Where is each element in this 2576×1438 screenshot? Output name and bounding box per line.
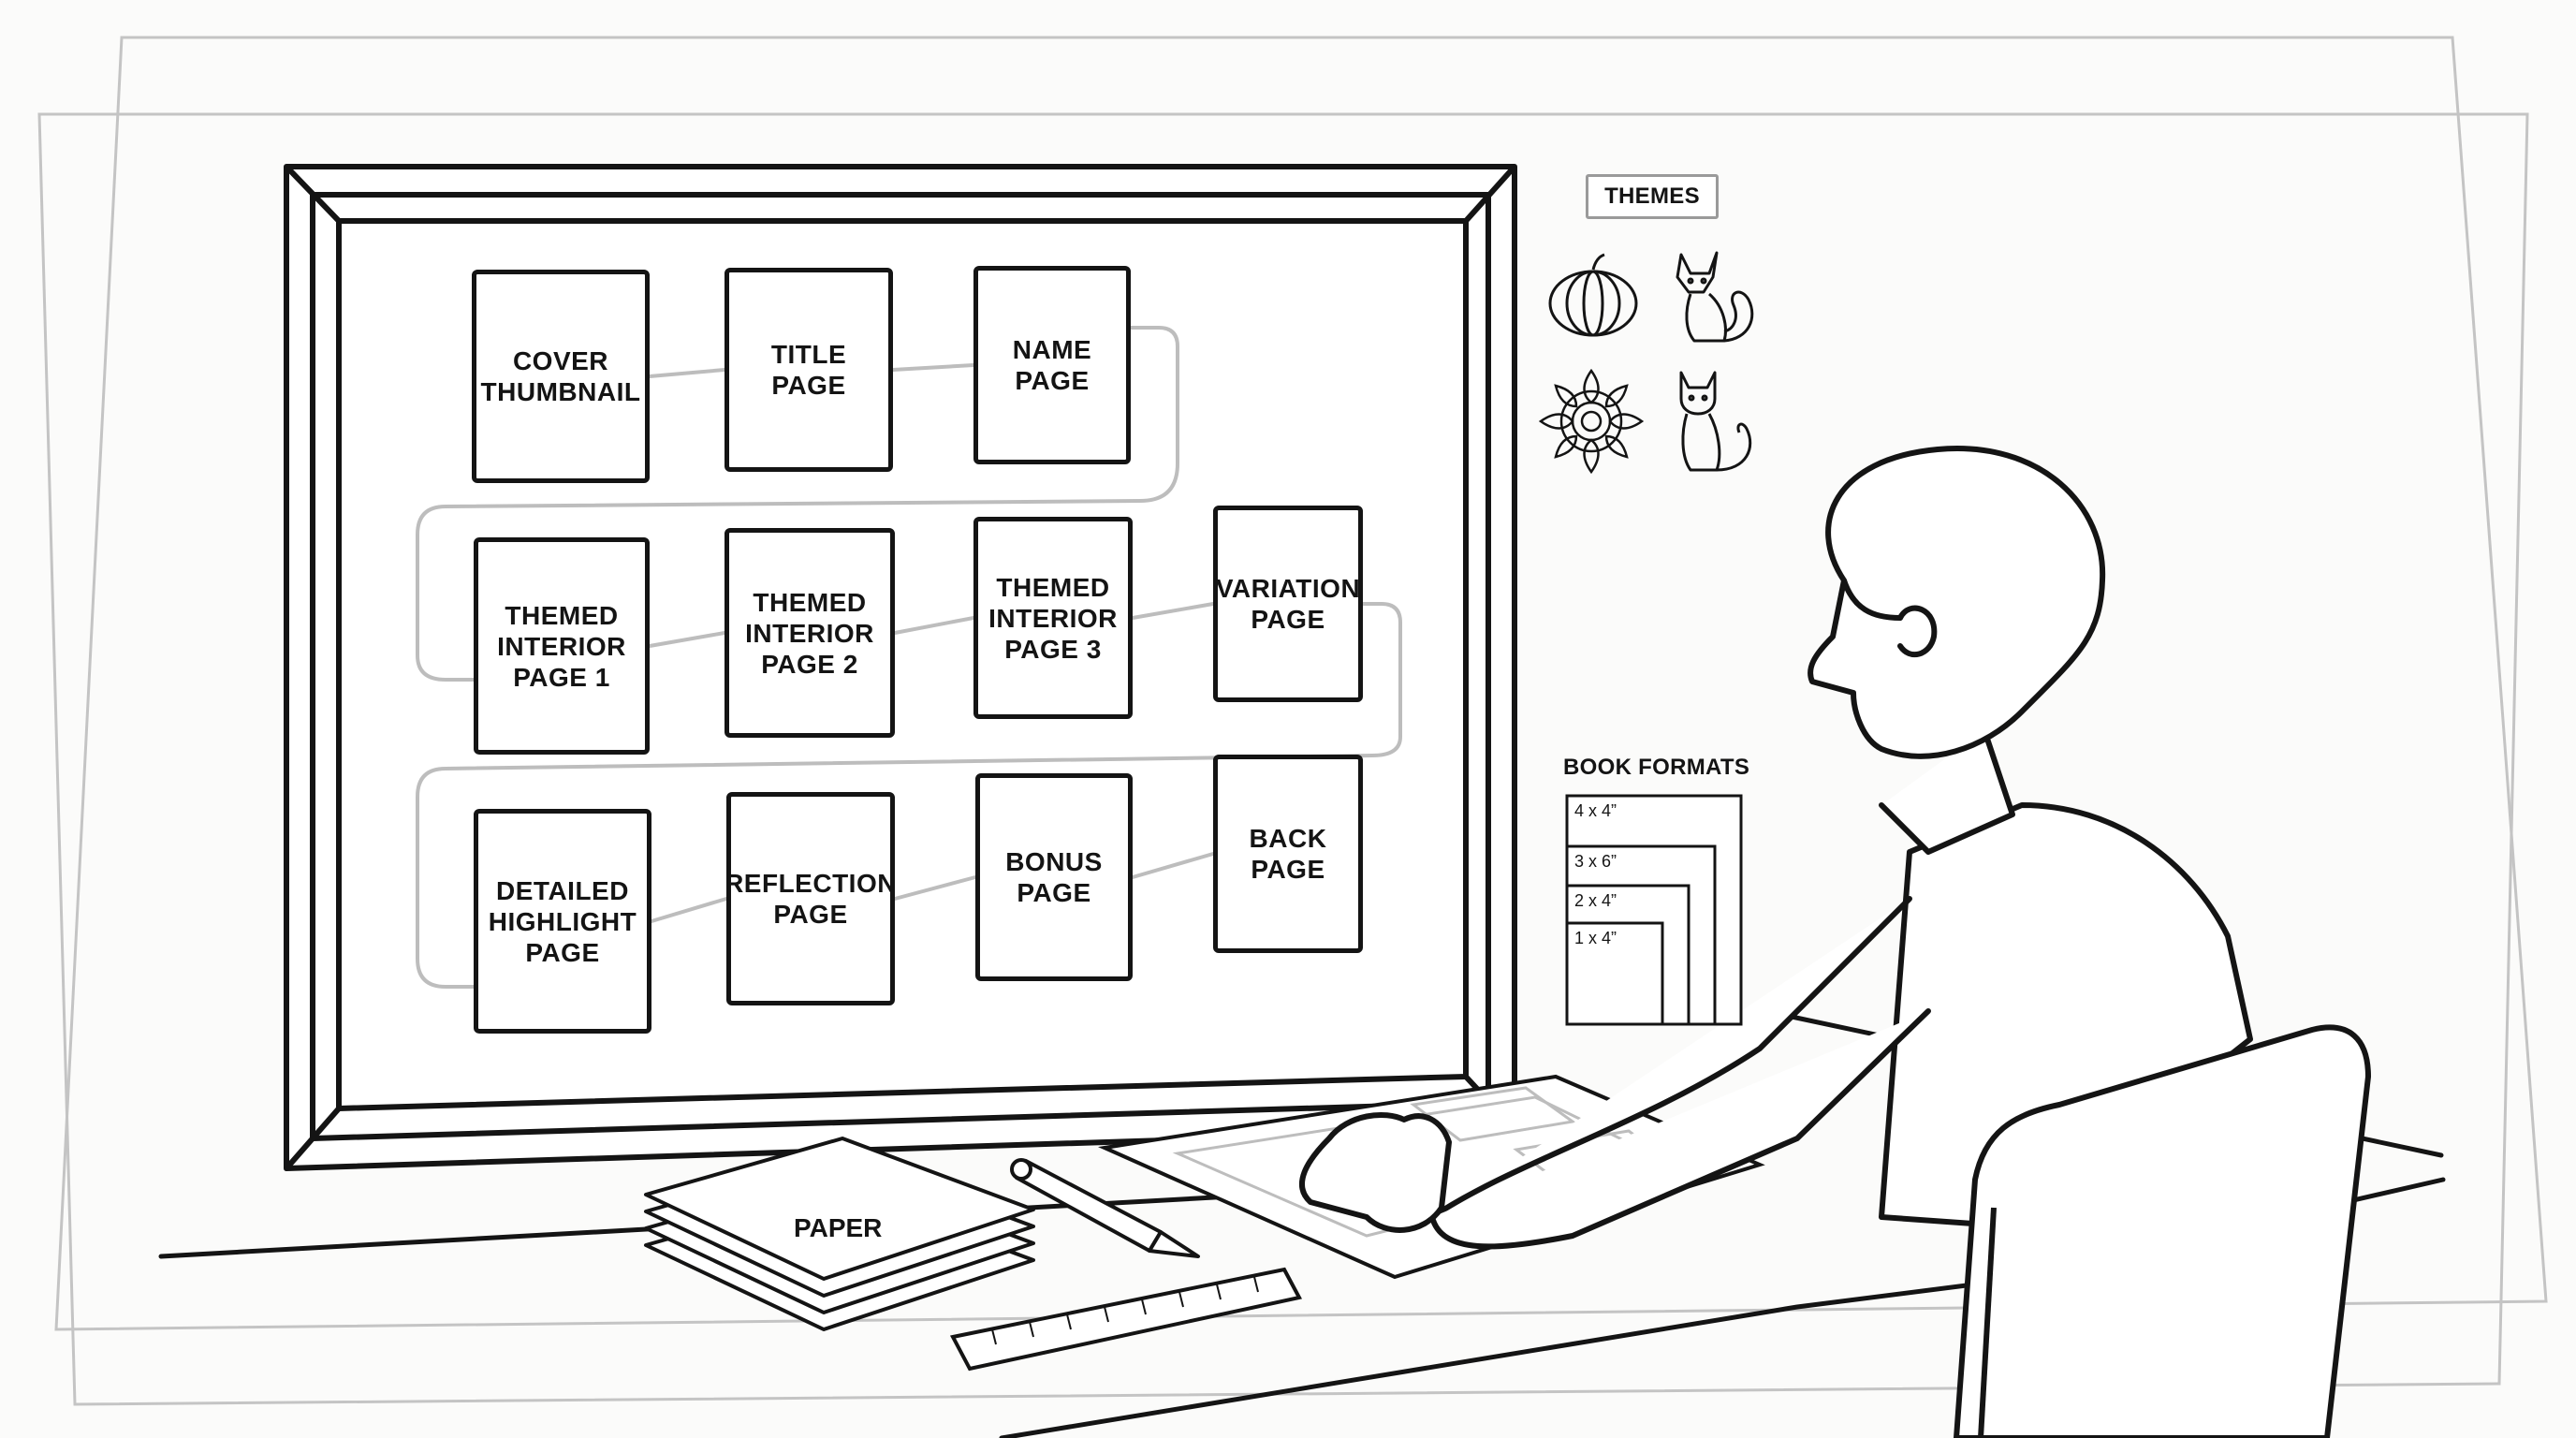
card-back-page[interactable]: BACK PAGE [1213,755,1363,953]
connector-line [893,875,977,901]
format-4x4[interactable]: 4 x 4” [1574,801,1617,820]
cat-icon[interactable] [1668,367,1762,476]
themes-label: THEMES [1586,174,1719,219]
book-formats-diagram [1565,794,1743,1026]
connector-line [893,616,975,635]
card-line: PAGE [525,937,600,967]
card-line: THUMBNAIL [480,377,641,406]
card-line: THEMED [753,587,867,617]
layout-connectors [416,326,1402,989]
connector-line [1131,602,1215,620]
format-3x6[interactable]: 3 x 6” [1574,852,1617,871]
card-line: BACK [1249,824,1327,853]
card-name-page[interactable]: NAME PAGE [973,266,1131,464]
card-line: TITLE [770,340,847,369]
card-detailed-highlight-page[interactable]: DETAILED HIGHLIGHT PAGE [474,809,651,1034]
card-line: INTERIOR [497,631,626,661]
person [1298,446,2253,1250]
card-themed-interior-page-1[interactable]: THEMED INTERIOR PAGE 1 [474,537,650,755]
card-line: PAGE 2 [761,649,858,679]
connector-line [650,897,728,923]
card-reflection-page[interactable]: REFLECTION PAGE [724,792,897,1005]
format-1x4[interactable]: 1 x 4” [1574,929,1617,947]
fox-icon[interactable] [1662,245,1765,346]
card-line: VARIATION [1215,574,1361,603]
card-line: PAGE [1251,605,1325,634]
card-line: THEMED [505,600,619,630]
card-line: PAGE [1015,366,1090,395]
card-line: INTERIOR [988,603,1118,633]
card-themed-interior-page-3[interactable]: THEMED INTERIOR PAGE 3 [973,517,1133,719]
card-line: PAGE 1 [513,662,610,692]
card-line: PAGE [1251,855,1325,884]
connector-line [648,631,726,648]
connector-wrap [416,602,1402,989]
card-line: PAGE [773,900,848,929]
card-line: PAGE [771,371,846,400]
card-themed-interior-page-2[interactable]: THEMED INTERIOR PAGE 2 [724,528,895,738]
card-line: PAGE [1017,878,1091,907]
card-line: THEMED [996,572,1110,602]
connector-line [891,363,975,372]
card-line: REFLECTION [724,869,897,898]
sketch-frame [37,36,2548,1406]
card-line: HIGHLIGHT [488,906,637,936]
card-line: PAGE 3 [1004,634,1102,664]
pencil [1010,1158,1200,1258]
card-variation-page[interactable]: VARIATION PAGE [1213,506,1363,702]
pumpkin-icon[interactable] [1544,249,1642,343]
card-line: COVER [512,346,609,375]
book-formats-title: BOOK FORMATS [1563,755,1750,780]
paper-stack [644,1137,1035,1331]
ruler [949,1267,1303,1372]
card-line: DETAILED [496,875,629,905]
card-line: NAME [1012,335,1092,364]
card-bonus-page[interactable]: BONUS PAGE [975,773,1133,981]
card-line: BONUS [1005,847,1103,876]
card-title-page[interactable]: TITLE PAGE [724,268,893,472]
connector-wrap [416,326,1179,682]
connector-line [648,368,726,378]
card-cover-thumbnail[interactable]: COVER THUMBNAIL [472,270,650,483]
format-2x4[interactable]: 2 x 4” [1574,891,1617,910]
chair [1954,1024,2371,1438]
mandala-icon[interactable] [1537,367,1646,476]
connector-line [1131,852,1215,879]
card-line: INTERIOR [745,618,874,648]
paper-label: PAPER [794,1213,883,1242]
